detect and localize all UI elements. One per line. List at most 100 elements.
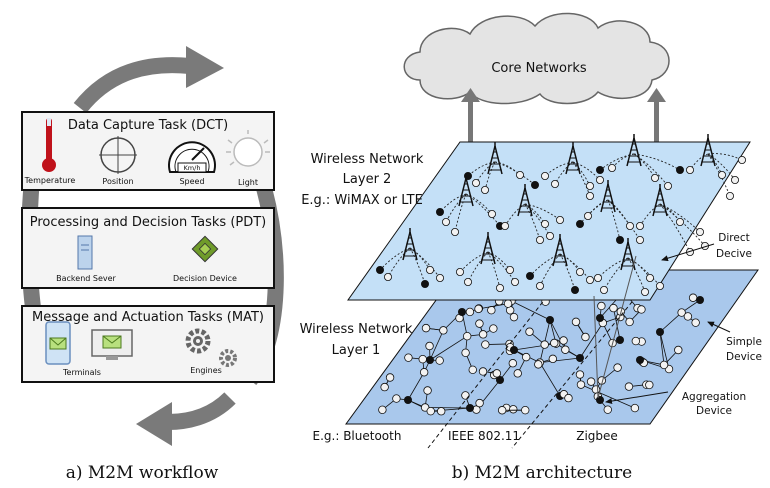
device-node — [497, 406, 507, 415]
device-node — [550, 338, 559, 348]
device-node — [510, 277, 519, 286]
phone-icon — [45, 321, 71, 365]
device-node — [686, 165, 695, 174]
device-node — [600, 285, 609, 294]
device-node — [581, 332, 590, 342]
svg-text:Decive: Decive — [716, 248, 752, 260]
device-node — [500, 221, 509, 230]
tower-icon — [594, 238, 665, 296]
tower-icon — [375, 228, 444, 288]
device-node — [487, 209, 496, 218]
svg-text:Device: Device — [696, 405, 732, 417]
device-node — [645, 380, 654, 390]
device-node — [450, 227, 459, 236]
device-node — [421, 323, 431, 333]
speed-unit: Km/h — [184, 164, 201, 172]
aggregation-node — [596, 396, 604, 404]
device-node — [597, 301, 606, 311]
dct-box: Data Capture Task (DCT) Temperature Posi… — [21, 111, 275, 191]
device-node — [726, 191, 735, 200]
tower-icon — [435, 174, 504, 236]
layer2-label-line1: Wireless Network — [311, 152, 424, 167]
device-node — [586, 191, 595, 200]
device-node — [513, 369, 522, 378]
device-node — [677, 308, 686, 317]
device-node — [586, 181, 595, 190]
device-node — [534, 360, 543, 369]
speed-label: Speed — [179, 177, 204, 186]
device-node — [603, 405, 612, 414]
device-node — [478, 367, 488, 376]
device-node — [630, 403, 640, 413]
chip-icon — [191, 235, 219, 263]
device-node — [531, 180, 540, 189]
device-node — [425, 265, 434, 274]
device-node — [516, 170, 525, 179]
device-node — [378, 405, 387, 414]
device-node — [651, 173, 660, 182]
tower-icon — [463, 142, 540, 194]
tower-icon — [541, 142, 605, 200]
device-node — [420, 279, 429, 288]
temperature-label: Temperature — [24, 176, 76, 185]
device-node — [383, 272, 392, 281]
tower-icon — [500, 184, 565, 244]
device-node — [471, 178, 480, 187]
backend-server-label: Backend Sever — [56, 274, 116, 283]
device-node — [509, 405, 518, 414]
svg-text:Device: Device — [726, 351, 762, 363]
device-node — [465, 307, 475, 317]
workflow-caption: a) M2M workflow — [66, 463, 219, 483]
device-node — [508, 359, 518, 368]
device-node — [462, 331, 472, 341]
device-node — [625, 317, 634, 327]
aggregation-node — [636, 356, 644, 364]
dct-title: Data Capture Task (DCT) — [68, 118, 228, 133]
device-node — [419, 368, 429, 377]
device-node — [586, 377, 596, 386]
device-node — [656, 281, 665, 290]
device-node — [536, 235, 545, 244]
aggregation-node — [576, 354, 584, 362]
device-node — [731, 175, 740, 184]
device-node — [478, 330, 488, 339]
layer2-network — [375, 134, 747, 296]
device-node — [637, 305, 646, 314]
monitor-icon — [91, 329, 133, 360]
inter-layer-links — [593, 255, 637, 399]
device-node — [505, 265, 514, 274]
aggregation-node — [426, 356, 434, 364]
device-node — [463, 277, 472, 286]
workflow-panel: Data Capture Task (DCT) Temperature Posi… — [21, 46, 284, 483]
device-node — [626, 221, 635, 230]
device-node — [404, 353, 413, 362]
aggregation-node — [466, 404, 474, 412]
device-node — [718, 170, 727, 179]
device-node — [636, 235, 645, 244]
direct-device-annotation: Direct Decive — [661, 232, 752, 262]
layer2-label-line2: Layer 2 — [343, 172, 392, 187]
device-node — [571, 317, 581, 327]
device-node — [435, 207, 444, 216]
device-node — [556, 215, 565, 224]
device-node — [674, 345, 683, 355]
decision-device-label: Decision Device — [173, 274, 237, 283]
device-node — [676, 217, 685, 226]
aggregation-node — [510, 346, 518, 354]
device-node — [576, 219, 585, 228]
tech-ieee80211: IEEE 802.11 — [448, 429, 520, 443]
simple-device-annotation: Simple Device — [707, 321, 762, 363]
device-node — [541, 171, 550, 180]
device-node — [608, 163, 617, 172]
device-node — [688, 293, 698, 302]
device-node — [676, 165, 685, 174]
cloud-icon — [403, 12, 670, 105]
device-node — [526, 271, 535, 280]
svg-text:Simple: Simple — [726, 336, 762, 348]
device-node — [664, 181, 673, 190]
aggregation-device-annotation: Aggregation Device — [605, 391, 746, 417]
mat-title: Message and Actuation Tasks (MAT) — [32, 310, 264, 325]
device-node — [441, 217, 450, 226]
tower-icon — [636, 184, 710, 256]
device-node — [541, 219, 550, 228]
